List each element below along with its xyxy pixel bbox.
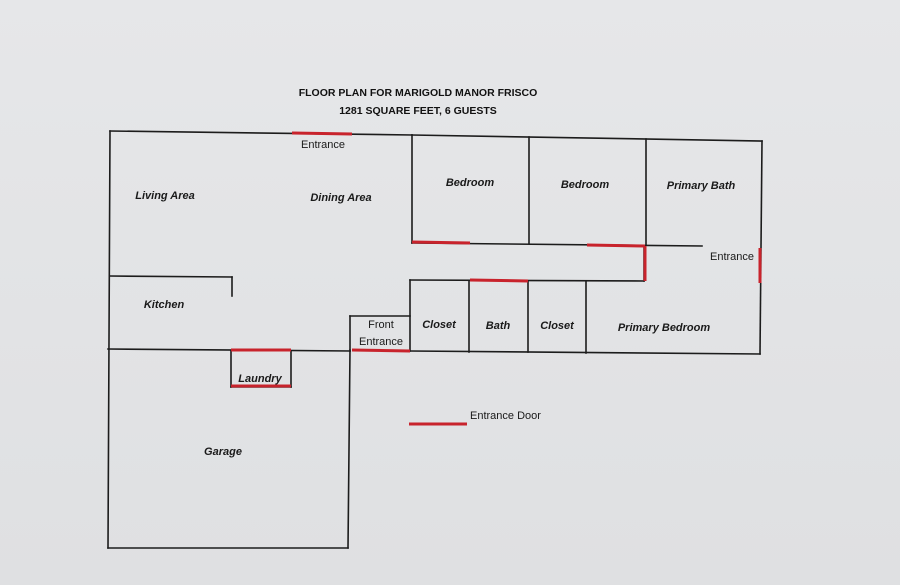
right-entrance-label: Entrance bbox=[710, 251, 754, 263]
wall-top-left bbox=[109, 130, 413, 136]
front-entrance-label-line2: Entrance bbox=[359, 336, 403, 348]
wall-top-right bbox=[411, 134, 763, 142]
wall-wing-bottom bbox=[409, 350, 761, 355]
wall-right bbox=[759, 140, 763, 355]
doors bbox=[231, 131, 762, 388]
top-entrance-door bbox=[291, 131, 353, 136]
garage-label: Garage bbox=[204, 446, 242, 458]
primary-bath-door bbox=[586, 243, 646, 248]
primary-bath-label: Primary Bath bbox=[667, 180, 736, 192]
bath-door bbox=[469, 278, 529, 283]
bath-label: Bath bbox=[486, 320, 511, 332]
bedroom-2-label: Bedroom bbox=[561, 179, 610, 191]
wall-garage-right bbox=[347, 349, 351, 549]
wall-garage-top bbox=[107, 348, 351, 352]
closet-2-label: Closet bbox=[540, 320, 575, 332]
legend-entrance-door-label: Entrance Door bbox=[470, 410, 541, 422]
living-area-label: Living Area bbox=[135, 190, 195, 202]
kitchen-label: Kitchen bbox=[144, 299, 185, 311]
legend: Entrance Door bbox=[409, 410, 541, 426]
bedroom-1-label: Bedroom bbox=[446, 177, 495, 189]
primary-bedroom-label: Primary Bedroom bbox=[618, 322, 711, 334]
closet-1-label: Closet bbox=[422, 319, 457, 331]
wall-left bbox=[107, 130, 111, 549]
bedroom1-door bbox=[411, 240, 471, 245]
front-entrance-label-line1: Front bbox=[368, 319, 394, 331]
wall-kitchen-top bbox=[109, 275, 233, 278]
plan-title: FLOOR PLAN FOR MARIGOLD MANOR FRISCO bbox=[299, 87, 538, 99]
front-entrance-door bbox=[351, 348, 411, 353]
top-entrance-label: Entrance bbox=[301, 139, 345, 151]
walls bbox=[107, 130, 763, 549]
dining-area-label: Dining Area bbox=[310, 192, 371, 204]
plan-subtitle: 1281 SQUARE FEET, 6 GUESTS bbox=[339, 105, 497, 117]
laundry-label: Laundry bbox=[238, 373, 282, 385]
